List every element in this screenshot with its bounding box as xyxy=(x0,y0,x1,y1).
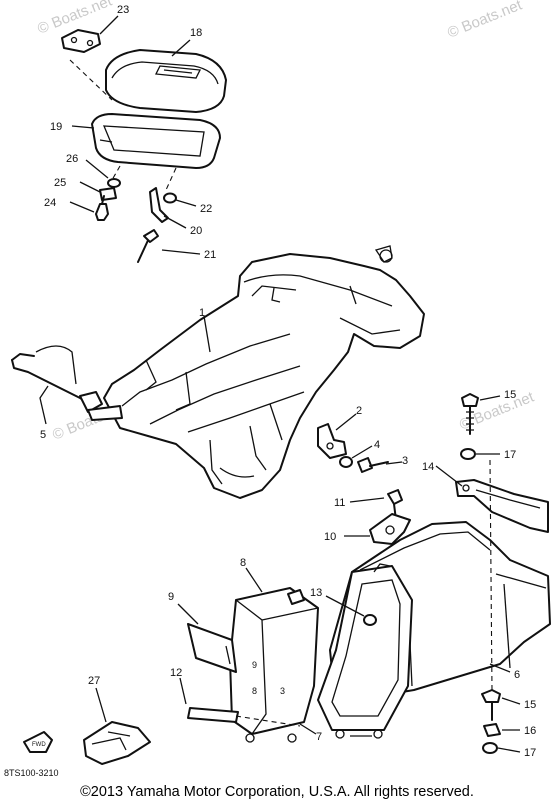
part-label-22: 22 xyxy=(200,203,212,215)
fwd-arrow-icon: FWD xyxy=(23,731,53,753)
part-2-bracket xyxy=(317,423,347,459)
part-14-bracket xyxy=(455,479,549,533)
leader-line xyxy=(203,315,211,353)
part-label-19: 19 xyxy=(50,121,62,133)
part-7-tray xyxy=(317,563,413,739)
leader-line xyxy=(245,567,263,593)
part-26-grommet xyxy=(107,178,121,188)
leader-line xyxy=(489,663,511,673)
part-label-17-upper: 17 xyxy=(504,449,516,461)
part-18-cover xyxy=(105,49,227,113)
part-label-21: 21 xyxy=(204,249,216,261)
leader-line xyxy=(351,445,373,459)
battery-mark: 8 xyxy=(252,686,257,696)
part-24-bolt xyxy=(95,195,109,221)
part-label-1: 1 xyxy=(199,307,205,319)
part-label-9: 9 xyxy=(168,591,174,603)
leader-line xyxy=(349,497,385,503)
battery-mark: 9 xyxy=(252,660,257,670)
part-4-washer xyxy=(339,456,353,468)
part-label-17-lower: 17 xyxy=(524,747,536,759)
part-label-15-lower: 15 xyxy=(524,699,536,711)
leader-line xyxy=(171,39,191,57)
part-5-strap xyxy=(11,345,123,421)
leader-line xyxy=(177,603,199,625)
fwd-label: FWD xyxy=(32,742,46,748)
part-label-20: 20 xyxy=(190,225,202,237)
part-label-3: 3 xyxy=(402,455,408,467)
part-15-bolt-lower xyxy=(481,689,501,721)
leader-line xyxy=(85,159,109,179)
part-label-23: 23 xyxy=(117,4,129,16)
part-label-5: 5 xyxy=(40,429,46,441)
part-23-clip xyxy=(61,29,101,53)
part-label-27: 27 xyxy=(88,675,100,687)
part-label-26: 26 xyxy=(66,153,78,165)
part-17-washer-upper xyxy=(460,448,476,460)
leader-line xyxy=(39,385,49,425)
leader-line xyxy=(161,249,201,255)
guide-line xyxy=(69,59,113,101)
leader-line xyxy=(335,413,357,431)
part-label-6: 6 xyxy=(514,669,520,681)
part-label-18: 18 xyxy=(190,27,202,39)
leader-line xyxy=(501,697,521,705)
part-label-10: 10 xyxy=(324,531,336,543)
part-label-15-upper: 15 xyxy=(504,389,516,401)
leader-line xyxy=(325,595,365,617)
part-15-bolt-upper xyxy=(461,393,479,435)
part-22-nut xyxy=(163,192,177,204)
part-label-24: 24 xyxy=(44,197,56,209)
leader-line xyxy=(71,125,95,129)
part-16-washer xyxy=(483,723,501,737)
part-27-vent xyxy=(83,721,151,765)
part-13-nut xyxy=(363,614,377,626)
part-label-2: 2 xyxy=(356,405,362,417)
leader-line xyxy=(299,723,317,735)
leader-line xyxy=(435,465,463,487)
part-12-tube xyxy=(187,707,239,723)
leader-line xyxy=(385,461,403,465)
guide-line xyxy=(111,165,121,181)
diagram-code: 8TS100-3210 xyxy=(4,768,59,778)
leader-line xyxy=(163,215,187,229)
part-19-tray xyxy=(91,113,221,169)
part-label-12: 12 xyxy=(170,667,182,679)
part-label-16: 16 xyxy=(524,725,536,737)
part-3-bolt xyxy=(357,457,389,473)
part-label-4: 4 xyxy=(374,439,380,451)
part-label-7: 7 xyxy=(316,731,322,743)
guide-line xyxy=(165,167,177,191)
part-10-holder xyxy=(369,513,411,545)
guide-line xyxy=(489,459,493,691)
watermark: © Boats.net xyxy=(445,0,525,42)
leader-line xyxy=(179,677,187,705)
leader-line xyxy=(99,15,119,35)
leader-line xyxy=(497,747,521,753)
part-label-25: 25 xyxy=(54,177,66,189)
part-label-13: 13 xyxy=(310,587,322,599)
leader-line xyxy=(69,201,95,213)
guide-line xyxy=(235,715,301,727)
part-21-stud xyxy=(137,229,159,263)
part-25-collar xyxy=(99,187,117,201)
part-label-11: 11 xyxy=(334,497,345,509)
copyright-notice: ©2013 Yamaha Motor Corporation, U.S.A. A… xyxy=(80,784,474,800)
leader-line xyxy=(95,687,107,723)
part-1-frame xyxy=(103,245,425,499)
leader-line xyxy=(79,181,101,193)
leader-line xyxy=(479,395,501,401)
part-label-14: 14 xyxy=(422,461,434,473)
part-9-cover xyxy=(187,623,237,673)
part-17-washer-lower xyxy=(482,742,498,754)
part-8-battery: 9 8 3 xyxy=(229,587,319,743)
part-label-8: 8 xyxy=(240,557,246,569)
battery-mark: 3 xyxy=(280,686,285,696)
leader-line xyxy=(175,199,197,207)
